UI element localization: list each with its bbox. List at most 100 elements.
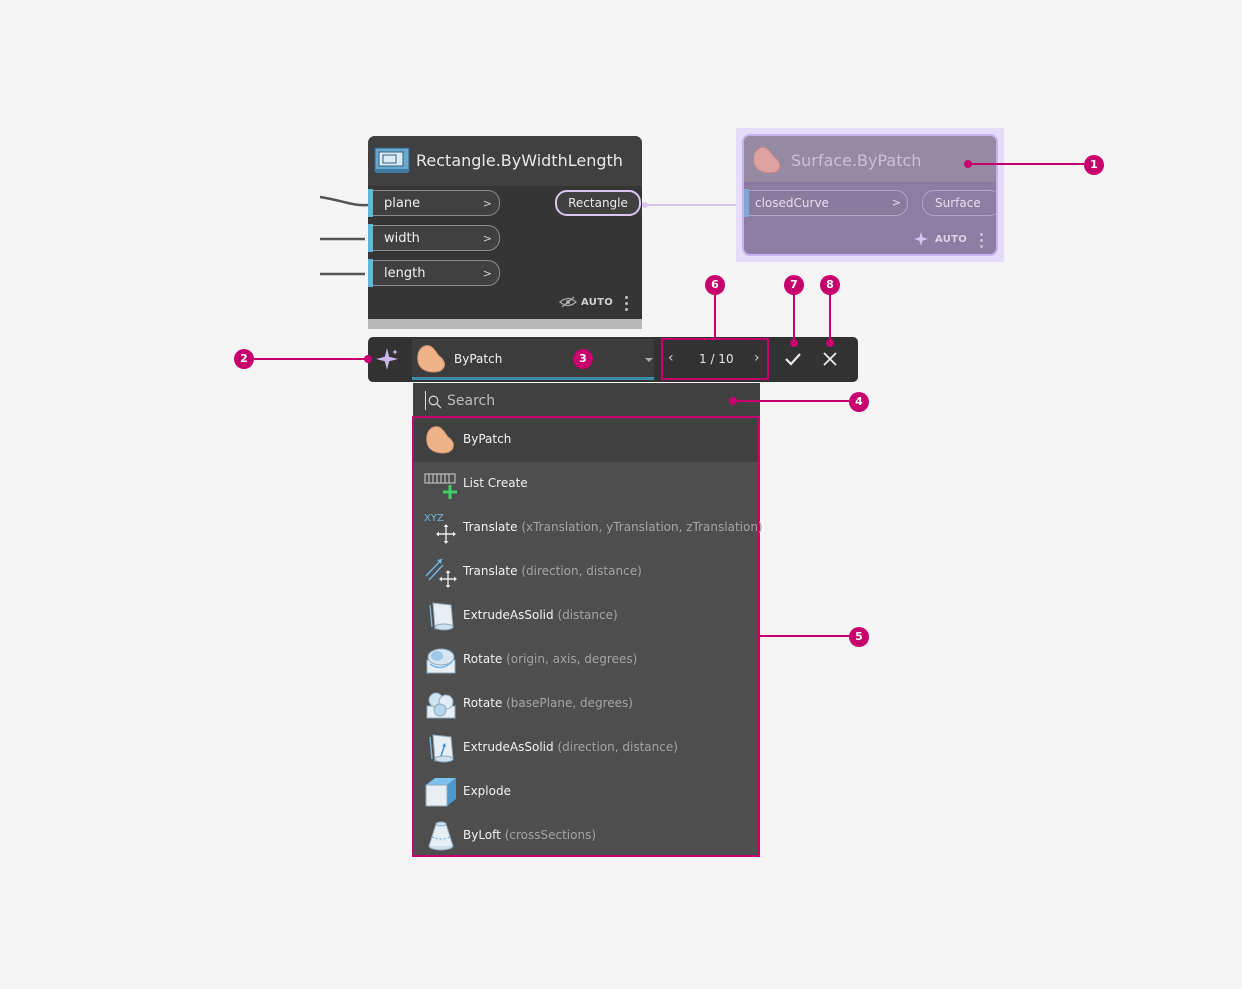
input-port-length[interactable]: length > [373, 260, 500, 286]
callout-badge-2: 2 [234, 349, 254, 369]
run-mode-label: AUTO [935, 234, 968, 245]
callout-badge-6: 6 [705, 275, 725, 295]
node-header[interactable] [744, 136, 996, 182]
item-arguments: (direction, distance) [557, 740, 678, 754]
input-port-closedcurve[interactable]: closedCurve > [749, 190, 908, 216]
item-name: Explode [463, 784, 511, 798]
callout-dot [364, 355, 372, 363]
item-name: ExtrudeAsSolid [463, 740, 554, 754]
item-arguments: (crossSections) [504, 828, 597, 842]
port-label: closedCurve [755, 196, 829, 210]
surface-bypatch-node[interactable]: Surface.ByPatch closedCurve > Surface AU… [744, 136, 996, 254]
explode-cube-icon [425, 778, 456, 807]
patch-blob-icon [426, 426, 454, 454]
node-header[interactable] [368, 136, 642, 186]
node-menu-button[interactable] [980, 233, 983, 251]
page-indicator: 1 / 10 [699, 352, 734, 366]
callout-line [714, 294, 716, 339]
list-item[interactable]: ExtrudeAsSolid (direction, distance) [414, 726, 758, 770]
input-port-width[interactable]: width > [373, 225, 500, 251]
patch-blob-icon [417, 345, 445, 373]
svg-text:XYZ: XYZ [424, 513, 444, 524]
sparkle-icon[interactable] [376, 348, 398, 370]
port-label: Surface [935, 196, 981, 210]
rotate-axis-icon [426, 648, 456, 674]
port-stripe [368, 189, 373, 217]
node-title: Rectangle.ByWidthLength [416, 151, 623, 170]
input-port-plane[interactable]: plane > [373, 190, 500, 216]
list-item[interactable]: ByLoft (crossSections) [414, 814, 758, 858]
list-item[interactable]: Rotate (origin, axis, degrees) [414, 638, 758, 682]
list-item[interactable]: XYZ Translate (xTranslation, yTranslatio… [414, 506, 763, 550]
item-arguments: (distance) [557, 608, 618, 622]
port-label: plane [384, 196, 421, 211]
list-item[interactable]: ExtrudeAsSolid (distance) [414, 594, 758, 638]
callout-badge-7: 7 [784, 275, 804, 295]
search-field[interactable]: Search [413, 383, 760, 417]
chevron-right-icon: > [482, 197, 492, 210]
item-name: Translate [463, 564, 518, 578]
item-arguments: (xTranslation, yTranslation, zTranslatio… [521, 520, 763, 534]
search-icon [428, 395, 442, 409]
chevron-right-icon: > [482, 232, 492, 245]
callout-dot [790, 339, 798, 347]
hidden-eye-icon [559, 296, 577, 308]
chevron-right-icon[interactable]: › [754, 350, 760, 366]
rectangle-node[interactable]: Rectangle.ByWidthLength plane > width > … [368, 136, 642, 329]
callout-badge-4: 4 [849, 392, 869, 412]
item-name: Rotate [463, 696, 503, 710]
callout-line [253, 358, 366, 360]
callout-badge-8: 8 [820, 275, 840, 295]
item-arguments: (origin, axis, degrees) [506, 652, 638, 666]
run-mode-label: AUTO [581, 297, 614, 308]
callout-line [793, 294, 795, 342]
list-item[interactable]: Explode [414, 770, 758, 814]
item-name: List Create [463, 476, 528, 490]
output-port-rectangle[interactable]: Rectangle [555, 190, 641, 216]
chevron-right-icon: > [891, 196, 901, 209]
loft-icon [428, 821, 454, 851]
suggestion-dropdown[interactable]: ByPatch [412, 339, 654, 380]
callout-line [829, 294, 831, 342]
port-label: width [384, 231, 420, 246]
text-cursor [425, 391, 426, 410]
rotate-plane-icon [426, 692, 456, 719]
chevron-left-icon[interactable]: ‹ [668, 350, 674, 366]
port-stripe [368, 259, 373, 287]
list-item[interactable]: Rotate (basePlane, degrees) [414, 682, 758, 726]
list-item[interactable]: ByPatch [414, 418, 758, 462]
item-arguments: (basePlane, degrees) [506, 696, 633, 710]
port-stripe [368, 224, 373, 252]
selected-suggestion: ByPatch [454, 352, 503, 366]
chevron-right-icon: > [482, 267, 492, 280]
extrude-direction-icon [429, 734, 454, 763]
output-port-surface[interactable]: Surface [922, 190, 996, 216]
callout-badge-1: 1 [1084, 155, 1104, 175]
port-stripe [744, 189, 749, 217]
extrude-solid-icon [429, 602, 454, 631]
item-arguments: (direction, distance) [521, 564, 642, 578]
list-create-icon [424, 473, 457, 499]
close-icon[interactable] [822, 351, 838, 367]
item-name: ByLoft [463, 828, 501, 842]
check-icon[interactable] [784, 351, 802, 367]
list-item[interactable]: List Create [414, 462, 758, 506]
suggestion-list: ByPatch List Create XYZ Translate (xTran… [412, 416, 763, 858]
item-name: Rotate [463, 652, 503, 666]
node-title: Surface.ByPatch [791, 151, 922, 170]
port-label: length [384, 266, 426, 281]
callout-dot [826, 339, 834, 347]
chevron-down-icon[interactable] [645, 358, 653, 362]
translate-direction-icon [425, 558, 457, 588]
translate-xyz-icon: XYZ [424, 513, 456, 544]
callout-badge-3: 3 [573, 349, 593, 369]
node-menu-button[interactable] [625, 296, 628, 314]
pager-highlight [661, 338, 769, 380]
item-name: Translate [463, 520, 518, 534]
list-item[interactable]: Translate (direction, distance) [414, 550, 758, 594]
item-name: ExtrudeAsSolid [463, 608, 554, 622]
callout-line [760, 635, 850, 637]
search-placeholder: Search [447, 393, 496, 409]
patch-blob-icon [753, 146, 781, 174]
